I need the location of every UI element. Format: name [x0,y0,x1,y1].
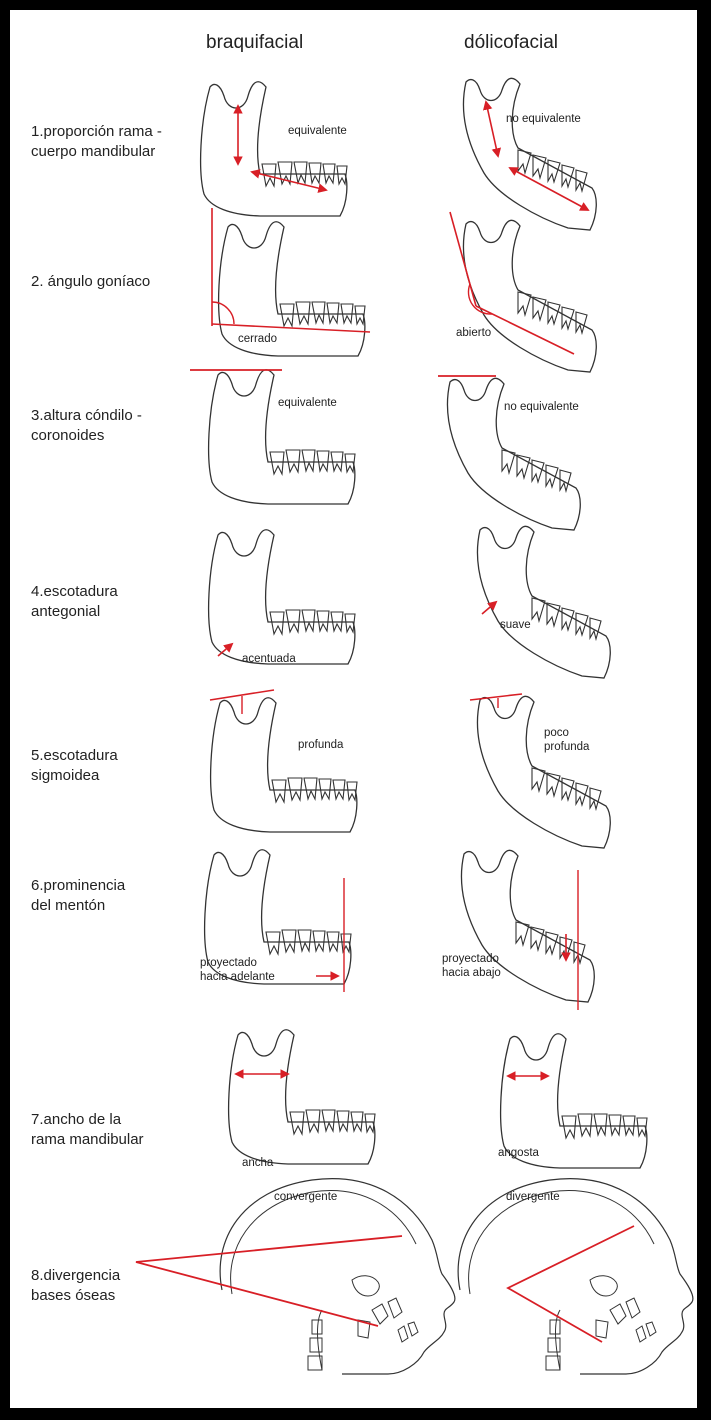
row5-left-note: profunda [298,738,343,752]
row2-right-note: abierto [456,326,491,340]
row1-left-note: equivalente [288,124,347,138]
row2-right-ramus-line [450,212,476,306]
row2-left-angle-arc [212,302,234,324]
row3-label: 3.altura cóndilo - coronoides [31,406,142,446]
row4-left-note: acentuada [242,652,296,666]
figure-frame: braquifacial dólicofacial 1.proporción r… [10,10,697,1408]
row1-left-body-arrow [252,172,326,190]
row2-label: 2. ángulo goníaco [31,272,150,292]
row7-left-jaw [229,1030,375,1164]
row4-left-jaw [209,530,355,664]
row8-left-skull [220,1179,455,1374]
row5-right-note: poco profunda [544,726,589,754]
row7-left-note: ancha [242,1156,273,1170]
row6-left-note: proyectado hacia adelante [200,956,275,984]
row1-left-jaw [201,82,347,216]
row1-right-ramus-arrow [486,102,498,156]
row4-label: 4.escotadura antegonial [31,582,118,622]
row8-right-note: divergente [506,1190,560,1204]
row2-left-note: cerrado [238,332,277,346]
row7-label: 7.ancho de la rama mandibular [31,1110,144,1150]
column-header-braquifacial: braquifacial [206,32,303,54]
row1-label: 1.proporción rama - cuerpo mandibular [31,122,162,162]
row3-left-note: equivalente [278,396,337,410]
column-header-dolicofacial: dólicofacial [464,32,558,54]
row7-right-note: angosta [498,1146,539,1160]
row2-right-jaw [463,220,596,372]
row5-label: 5.escotadura sigmoidea [31,746,118,786]
row4-right-note: suave [500,618,531,632]
drawings-canvas [10,10,697,1408]
row8-right-skull [458,1179,693,1374]
row3-left-jaw [209,370,355,504]
row8-label: 8.divergencia bases óseas [31,1266,120,1306]
row8-left-note: convergente [274,1190,337,1204]
row8-left-convergence-lines [136,1236,402,1326]
row4-right-jaw [477,526,610,678]
row1-right-note: no equivalente [506,112,581,126]
row5-left-jaw [211,698,357,832]
row6-right-note: proyectado hacia abajo [442,952,501,980]
row3-right-note: no equivalente [504,400,579,414]
row6-label: 6.prominencia del mentón [31,876,125,916]
row5-right-jaw [477,696,610,848]
row8-right-divergence-lines [508,1226,634,1342]
row1-right-jaw [463,78,596,230]
row5-right-notch-line [470,694,522,700]
